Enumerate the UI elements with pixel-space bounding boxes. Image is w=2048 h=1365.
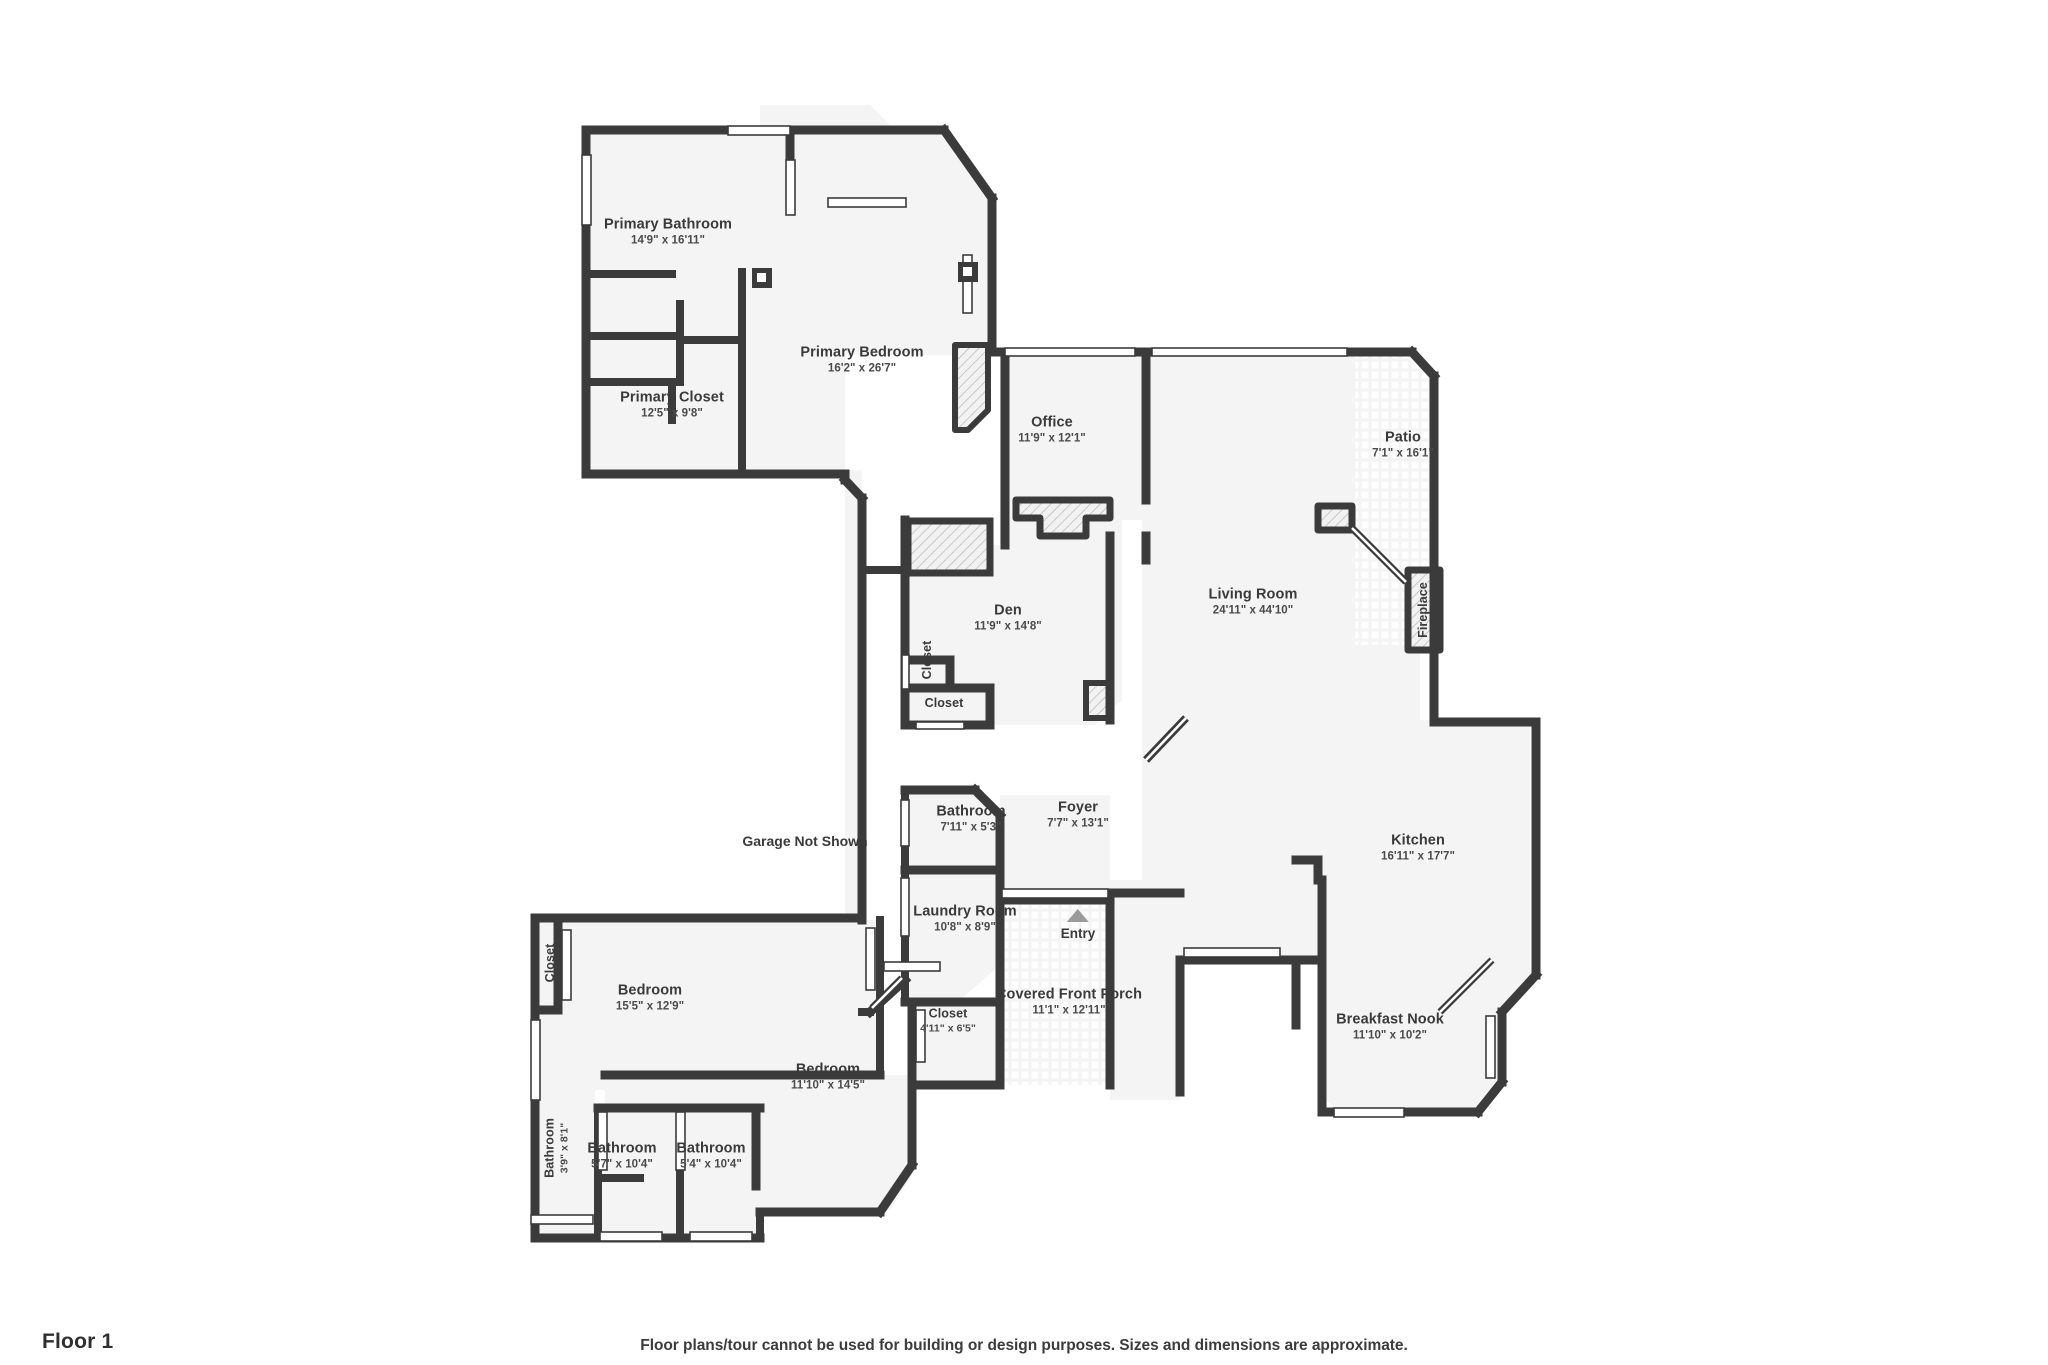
walls	[530, 123, 1543, 1243]
doors	[869, 525, 1495, 1015]
fixtures	[752, 262, 978, 288]
floor-label: Floor 1	[42, 1330, 114, 1353]
windows	[530, 125, 1496, 1242]
disclaimer-text: Floor plans/tour cannot be used for buil…	[640, 1337, 1408, 1354]
